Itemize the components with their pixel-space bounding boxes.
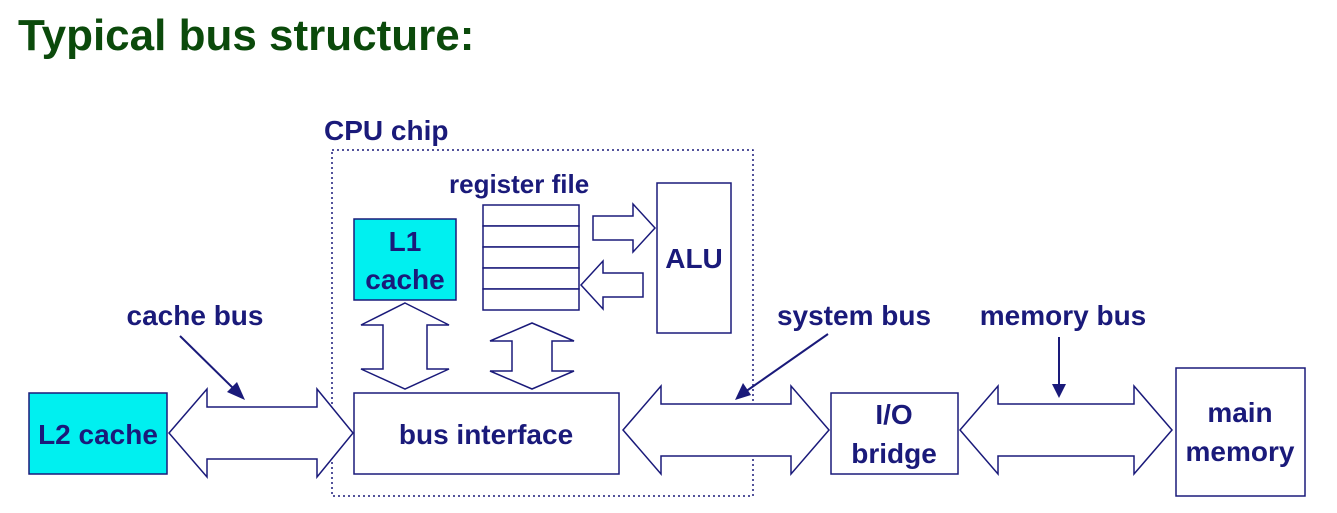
l1-bus-interface-arrow xyxy=(360,302,450,390)
main-memory-label-line1: main xyxy=(1207,397,1272,428)
cpu-chip-label: CPU chip xyxy=(324,115,448,146)
io-bridge-label-line1: I/O xyxy=(875,399,912,430)
regfile-bus-interface-arrow xyxy=(489,322,575,390)
cache-bus-pointer xyxy=(179,335,237,392)
register-row xyxy=(482,267,580,290)
register-file xyxy=(482,204,580,311)
alu-box xyxy=(656,182,732,334)
l1-cache-label-line1: L1 xyxy=(389,226,422,257)
cpu-chip-boundary xyxy=(331,149,754,497)
alu-label: ALU xyxy=(665,243,723,274)
system-bus-pointer xyxy=(744,333,829,393)
memory-bus-pointer-head xyxy=(1052,384,1066,398)
regfile-to-alu-arrow xyxy=(592,202,657,254)
register-row xyxy=(482,246,580,269)
bus-interface-box xyxy=(353,392,620,475)
register-row xyxy=(482,204,580,227)
memory-bus-arrow xyxy=(959,383,1173,477)
alu-to-regfile-arrow xyxy=(579,259,644,311)
l1-cache-label-line2: cache xyxy=(365,264,444,295)
cache-bus-arrow xyxy=(168,386,354,480)
l1-cache-box xyxy=(353,218,457,301)
main-memory-box xyxy=(1175,367,1306,497)
memory-bus-label: memory bus xyxy=(980,300,1147,331)
system-bus-pointer-head xyxy=(735,383,751,400)
io-bridge-label-line2: bridge xyxy=(851,438,937,469)
bus-interface-label: bus interface xyxy=(399,419,573,450)
system-bus-arrow xyxy=(622,383,830,477)
l2-cache-box xyxy=(28,392,168,475)
l2-cache-label: L2 cache xyxy=(38,419,158,450)
main-memory-label-line2: memory xyxy=(1186,436,1295,467)
register-row xyxy=(482,225,580,248)
system-bus-label: system bus xyxy=(777,300,931,331)
cache-bus-pointer-head xyxy=(227,382,245,400)
register-file-label: register file xyxy=(449,169,589,199)
cache-bus-label: cache bus xyxy=(127,300,264,331)
register-row xyxy=(482,288,580,311)
io-bridge-box xyxy=(830,392,959,475)
page-title: Typical bus structure: xyxy=(18,11,474,60)
